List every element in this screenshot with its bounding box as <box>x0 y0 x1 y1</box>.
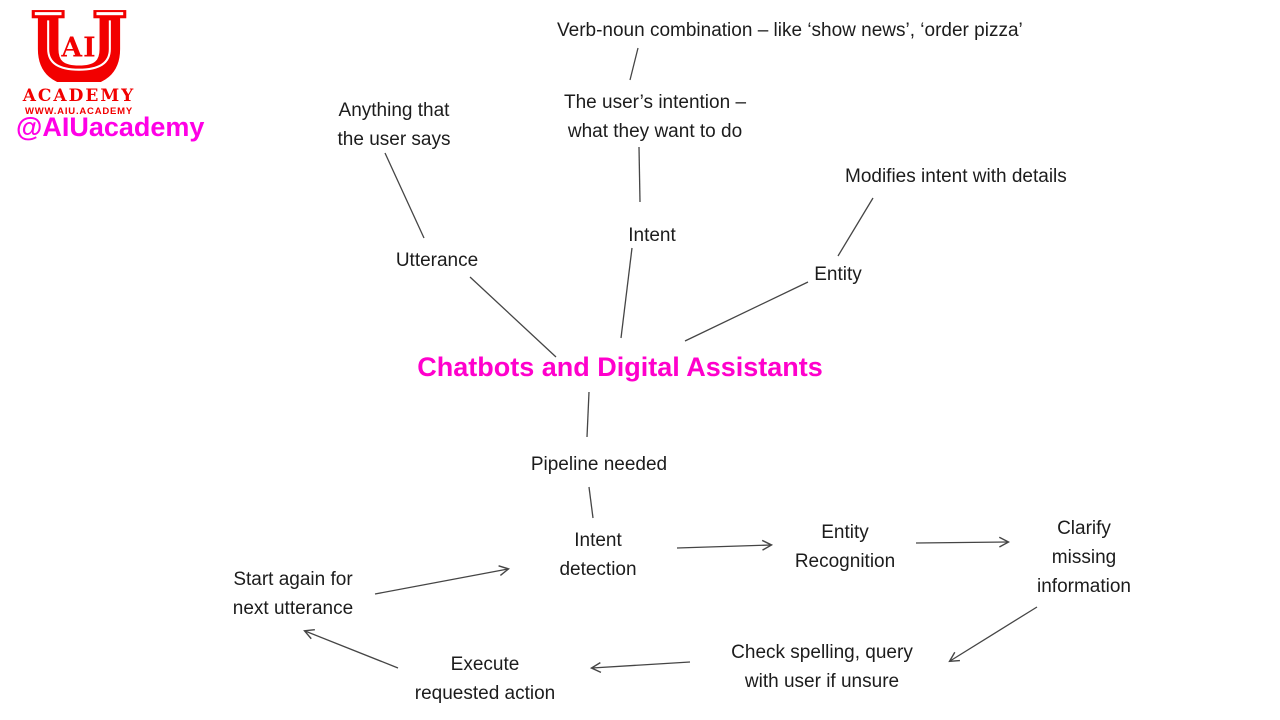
arrow-execute-to-startagain <box>303 628 399 669</box>
node-start-again: Start again for next utterance <box>232 569 354 619</box>
aiu-ai-monogram: AI <box>60 32 96 63</box>
line-modifies-to-entity <box>837 197 874 257</box>
aiu-u-icon: AI <box>31 10 127 87</box>
line-verbnoun-to-intention <box>629 47 639 81</box>
social-handle: @AIUacademy <box>16 112 205 142</box>
line-title-to-pipeline <box>586 391 590 438</box>
arrow-checkspelling-to-execute <box>589 661 691 673</box>
aiu-academy-logo: AI ACADEMY WWW.AIU.ACADEMY <box>18 8 140 117</box>
node-entity: Entity <box>814 264 862 285</box>
node-intent: Intent <box>628 225 676 246</box>
node-intent-detection: Intent detection <box>559 530 637 580</box>
node-entity-recognition: Entity Recognition <box>794 522 896 572</box>
arrow-startagain-to-intentdetection <box>374 565 511 595</box>
line-intention-to-intent <box>638 146 641 203</box>
node-pipeline-needed: Pipeline needed <box>530 454 668 475</box>
note-verb-noun-combination: Verb-noun combination – like ‘show news’… <box>557 20 1023 41</box>
line-intent-to-title <box>620 247 633 339</box>
node-execute-action: Execute requested action <box>414 654 556 704</box>
note-anything-user-says: Anything that the user says <box>337 100 451 150</box>
arrow-intentdetection-to-entityrecognition <box>676 539 774 551</box>
node-clarify-missing-information: Clarify missing information <box>1037 518 1131 597</box>
note-users-intention: The user’s intention – what they want to… <box>563 92 747 142</box>
note-modifies-intent: Modifies intent with details <box>845 166 1067 187</box>
node-utterance: Utterance <box>395 250 479 271</box>
arrow-entityrecognition-to-clarify <box>915 536 1011 548</box>
logo-academy-text: ACADEMY <box>22 86 136 106</box>
logo-website-text: WWW.AIU.ACADEMY <box>24 106 134 117</box>
arrow-clarify-to-checkspelling <box>948 606 1038 663</box>
diagram-title: Chatbots and Digital Assistants <box>417 352 823 382</box>
node-check-spelling: Check spelling, query with user if unsur… <box>731 642 913 692</box>
line-anything-to-utterance <box>384 152 425 239</box>
line-utterance-to-title <box>469 276 557 358</box>
line-title-to-entity <box>684 281 809 342</box>
line-pipeline-to-intentdetection <box>588 486 594 519</box>
